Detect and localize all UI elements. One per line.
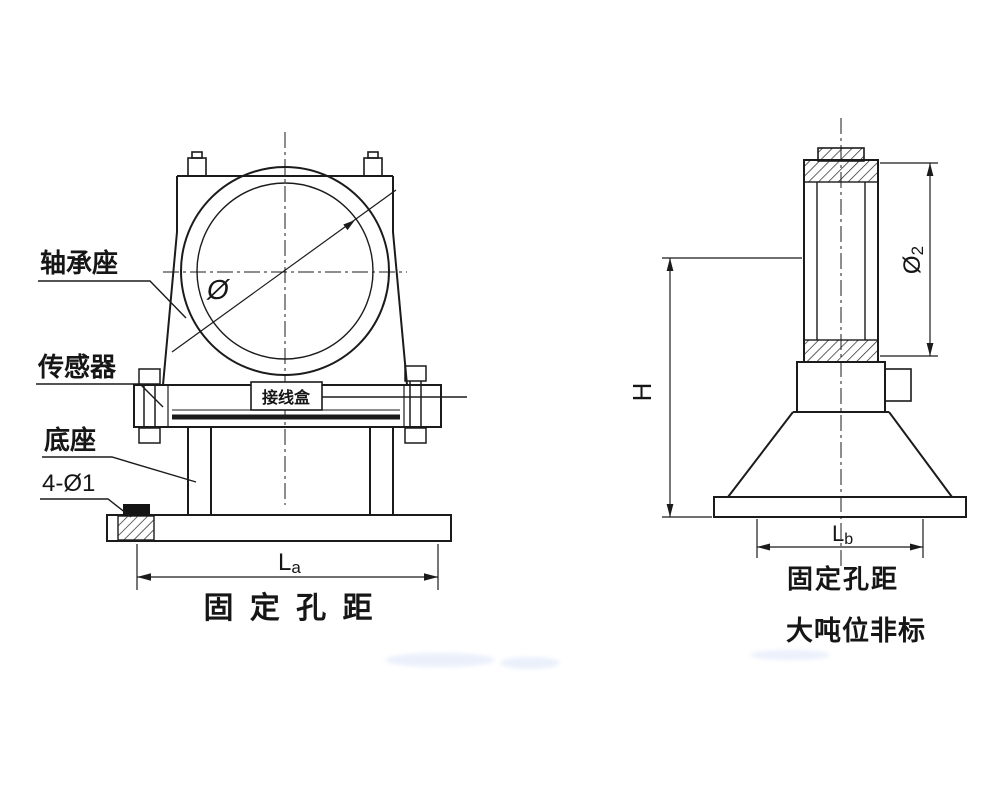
bearing-housing: [162, 166, 408, 386]
dimension-dia2: Ø2: [880, 162, 938, 357]
anchor-bolt-section: [117, 515, 155, 541]
sensor-leader: [36, 383, 164, 408]
cylinder-column: [803, 159, 879, 363]
plate-clamp-bolts: [138, 365, 427, 444]
left-caption: 固 定 孔 距: [203, 591, 376, 625]
support-legs: [187, 427, 394, 515]
junction-box-label: 接线盒: [262, 388, 311, 407]
left-labels: 轴承座 传感器 底座 4-Ø1 Ø: [36, 248, 231, 518]
sensor-label: 传感器: [37, 352, 117, 382]
dim-h-label: H: [627, 383, 657, 402]
cylinder-hatch-bottom: [803, 339, 879, 363]
center-lines-left: [163, 132, 407, 505]
anchor-bolt-head: [123, 504, 150, 516]
dim-lb-label: Lb: [832, 521, 853, 548]
base-plate-right: [713, 496, 967, 518]
dim-dia2-label: Ø2: [899, 246, 927, 274]
dim-la-label: La: [278, 549, 301, 577]
bearing-seat-label: 轴承座: [40, 248, 118, 278]
cylinder-hatch-top: [803, 159, 879, 183]
diameter-arrow: [343, 220, 355, 231]
diameter-symbol: Ø: [206, 274, 231, 305]
holes-label: 4-Ø1: [42, 470, 95, 497]
bore-inner-circle: [196, 182, 374, 360]
dimension-lb: Lb: [756, 519, 924, 558]
right-view: Ø2 H Lb 固定孔距 大吨位非标: [627, 118, 967, 646]
cone-base: [713, 411, 967, 518]
dimension-h: H: [627, 257, 802, 518]
right-note: 大吨位非标: [786, 615, 926, 646]
side-tab: [884, 368, 912, 402]
lower-block: [796, 361, 912, 413]
dimension-la: La: [136, 544, 439, 590]
right-caption: 固定孔距: [787, 564, 899, 594]
holes-leader: [40, 498, 132, 518]
junction-box: 接线盒: [250, 381, 323, 411]
base-leader: [42, 456, 197, 483]
base-plate-left: [106, 504, 452, 542]
watermark-artifact: [385, 650, 830, 669]
left-view: 接线盒 轴承座 传感器: [36, 132, 467, 625]
base-label: 底座: [44, 425, 96, 455]
bore-outer-circle: [180, 166, 390, 376]
housing-top-bolts: [187, 151, 383, 177]
bearing-seat-leader: [38, 280, 187, 319]
diagonal-line: [171, 189, 397, 353]
